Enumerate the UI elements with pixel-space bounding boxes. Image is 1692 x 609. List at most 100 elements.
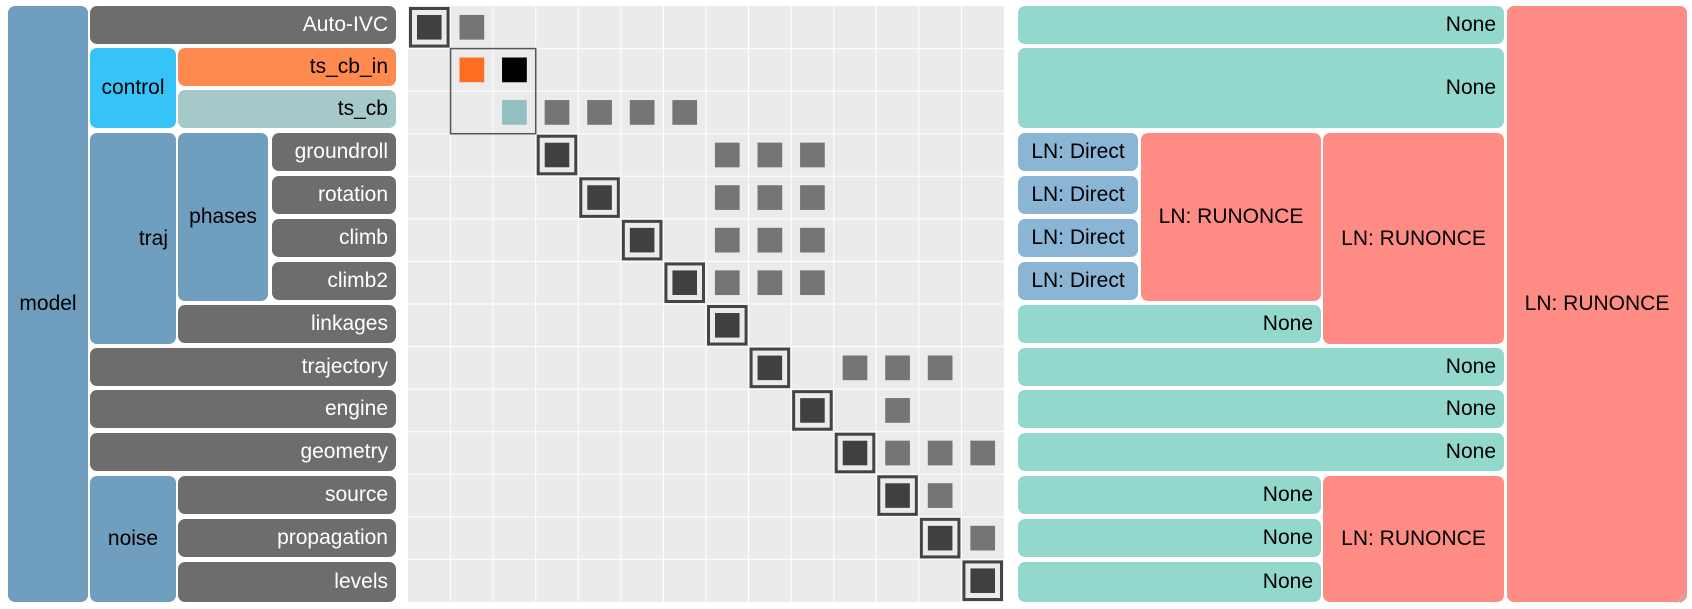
matrix-diag-cell[interactable]	[544, 142, 570, 168]
matrix-diag-cell[interactable]	[927, 525, 953, 551]
tree-node-auto-ivc-label: Auto-IVC	[302, 13, 388, 36]
matrix-cell[interactable]	[714, 227, 740, 253]
matrix-cell[interactable]	[714, 142, 740, 168]
solver-groundroll[interactable]: LN: Direct	[1018, 133, 1138, 171]
matrix-diag-cell[interactable]	[715, 313, 740, 338]
tree-node-geometry[interactable]: geometry	[90, 433, 396, 471]
solver-source[interactable]: None	[1018, 476, 1321, 514]
solver-auto-ivc[interactable]: None	[1018, 6, 1504, 44]
matrix-diag-cell[interactable]	[757, 355, 783, 381]
matrix-diag-cell[interactable]	[970, 568, 995, 593]
matrix-cell[interactable]	[800, 270, 825, 296]
tree-node-control[interactable]: control	[90, 48, 176, 128]
solver-model[interactable]: LN: RUNONCE	[1507, 6, 1687, 602]
tree-node-source[interactable]: source	[178, 476, 396, 514]
matrix-cell[interactable]	[629, 100, 655, 125]
tree-node-rotation-label: rotation	[317, 183, 388, 206]
matrix-cell[interactable]	[587, 100, 612, 125]
matrix-cell[interactable]	[885, 440, 910, 466]
matrix-diag-frame[interactable]	[749, 347, 791, 389]
matrix-diag-cell[interactable]	[800, 398, 825, 423]
tree-node-levels[interactable]: levels	[178, 562, 396, 602]
matrix-cell[interactable]	[757, 227, 783, 253]
tree-node-ts-cb-in[interactable]: ts_cb_in	[178, 48, 396, 86]
tree-node-model[interactable]: model	[8, 6, 88, 602]
tree-node-engine[interactable]: engine	[90, 390, 396, 428]
matrix-diag-frame[interactable]	[962, 560, 1004, 602]
matrix-cell[interactable]	[970, 525, 996, 551]
solver-climb[interactable]: LN: Direct	[1018, 219, 1138, 257]
matrix-cell[interactable]	[927, 483, 953, 508]
tree-node-auto-ivc[interactable]: Auto-IVC	[90, 6, 396, 44]
solver-groundroll-label: LN: Direct	[1031, 140, 1125, 163]
solver-linkages[interactable]: None	[1018, 305, 1321, 343]
tree-node-phases[interactable]: phases	[178, 133, 268, 301]
matrix-cell[interactable]	[757, 142, 783, 168]
matrix-cell[interactable]	[459, 14, 485, 40]
matrix-diag-cell[interactable]	[417, 15, 442, 40]
matrix-cell[interactable]	[757, 185, 783, 210]
solver-rotation[interactable]: LN: Direct	[1018, 176, 1138, 214]
tree-node-groundroll-label: groundroll	[294, 140, 388, 163]
tree-node-climb[interactable]: climb	[272, 219, 396, 257]
solver-engine[interactable]: None	[1018, 390, 1504, 428]
matrix-cell[interactable]	[714, 270, 740, 296]
matrix-diag-frame[interactable]	[664, 262, 705, 303]
solver-levels[interactable]: None	[1018, 562, 1321, 602]
solver-climb2[interactable]: LN: Direct	[1018, 262, 1138, 300]
matrix-diag-frame[interactable]	[877, 475, 918, 516]
solver-trajectory[interactable]: None	[1018, 348, 1504, 386]
resize-handle-icon[interactable]	[1674, 591, 1686, 603]
matrix-diag-cell[interactable]	[502, 100, 527, 125]
matrix-diag-cell[interactable]	[459, 57, 485, 83]
solver-propagation-label: None	[1262, 526, 1313, 549]
solver-phases[interactable]: LN: RUNONCE	[1141, 133, 1321, 301]
matrix-highlight-cell[interactable]	[502, 57, 527, 83]
matrix-cell[interactable]	[800, 142, 825, 168]
solver-noise[interactable]: LN: RUNONCE	[1323, 476, 1504, 602]
matrix-cell[interactable]	[800, 185, 825, 210]
matrix-diag-frame[interactable]	[834, 432, 876, 474]
matrix-cell[interactable]	[757, 270, 783, 296]
matrix-diag-frame[interactable]	[792, 390, 833, 431]
n2-matrix[interactable]	[408, 6, 1004, 602]
matrix-cell[interactable]	[885, 355, 910, 381]
matrix-cell[interactable]	[800, 227, 825, 253]
matrix-diag-cell[interactable]	[629, 227, 655, 253]
solver-phases-label: LN: RUNONCE	[1158, 205, 1304, 228]
solver-geometry[interactable]: None	[1018, 433, 1504, 471]
tree-node-groundroll[interactable]: groundroll	[272, 133, 396, 171]
solver-engine-label: None	[1445, 397, 1496, 420]
tree-node-trajectory[interactable]: trajectory	[90, 348, 396, 386]
matrix-cell[interactable]	[970, 440, 996, 466]
tree-node-rotation[interactable]: rotation	[272, 176, 396, 214]
matrix-diag-frame[interactable]	[409, 7, 450, 48]
matrix-diag-frame[interactable]	[536, 134, 578, 176]
solver-propagation[interactable]: None	[1018, 519, 1321, 557]
tree-node-propagation[interactable]: propagation	[178, 519, 396, 557]
solver-control[interactable]: None	[1018, 48, 1504, 128]
matrix-cell[interactable]	[714, 185, 740, 210]
matrix-cell[interactable]	[672, 100, 698, 125]
matrix-diag-frame[interactable]	[919, 517, 961, 559]
matrix-diag-cell[interactable]	[885, 483, 910, 508]
matrix-cell[interactable]	[927, 440, 953, 466]
matrix-cell[interactable]	[927, 355, 953, 381]
tree-node-ts-cb[interactable]: ts_cb	[178, 90, 396, 128]
tree-node-traj[interactable]: traj	[90, 133, 176, 344]
selected-group-outline[interactable]	[449, 47, 537, 135]
solver-traj[interactable]: LN: RUNONCE	[1323, 133, 1504, 344]
matrix-diag-frame[interactable]	[579, 177, 620, 218]
tree-node-climb-label: climb	[338, 226, 388, 249]
tree-node-climb2[interactable]: climb2	[272, 262, 396, 300]
matrix-cell[interactable]	[842, 355, 868, 381]
matrix-diag-cell[interactable]	[672, 270, 697, 295]
tree-node-linkages[interactable]: linkages	[178, 305, 396, 343]
matrix-diag-frame[interactable]	[707, 305, 748, 346]
tree-node-noise[interactable]: noise	[90, 476, 176, 602]
matrix-diag-frame[interactable]	[621, 219, 663, 261]
matrix-cell[interactable]	[885, 398, 910, 423]
matrix-diag-cell[interactable]	[842, 440, 868, 466]
matrix-diag-cell[interactable]	[587, 185, 612, 210]
matrix-cell[interactable]	[544, 100, 570, 125]
